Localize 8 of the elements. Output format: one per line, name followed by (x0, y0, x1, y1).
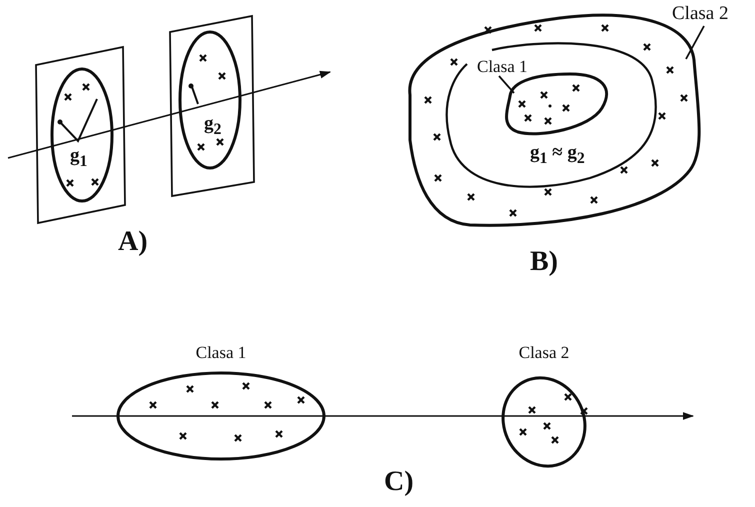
class-label: Clasa 2 (518, 344, 570, 361)
class-label: Clasa 1 (194, 344, 248, 361)
panel-label: B) (530, 248, 558, 276)
class-label: Clasa 2 (672, 4, 728, 23)
panel-label: A) (118, 228, 148, 256)
panel-label: C) (384, 468, 414, 496)
variable-label: g$_{1}$ (70, 146, 88, 170)
variable-label: g$_{2}$ (204, 114, 222, 138)
